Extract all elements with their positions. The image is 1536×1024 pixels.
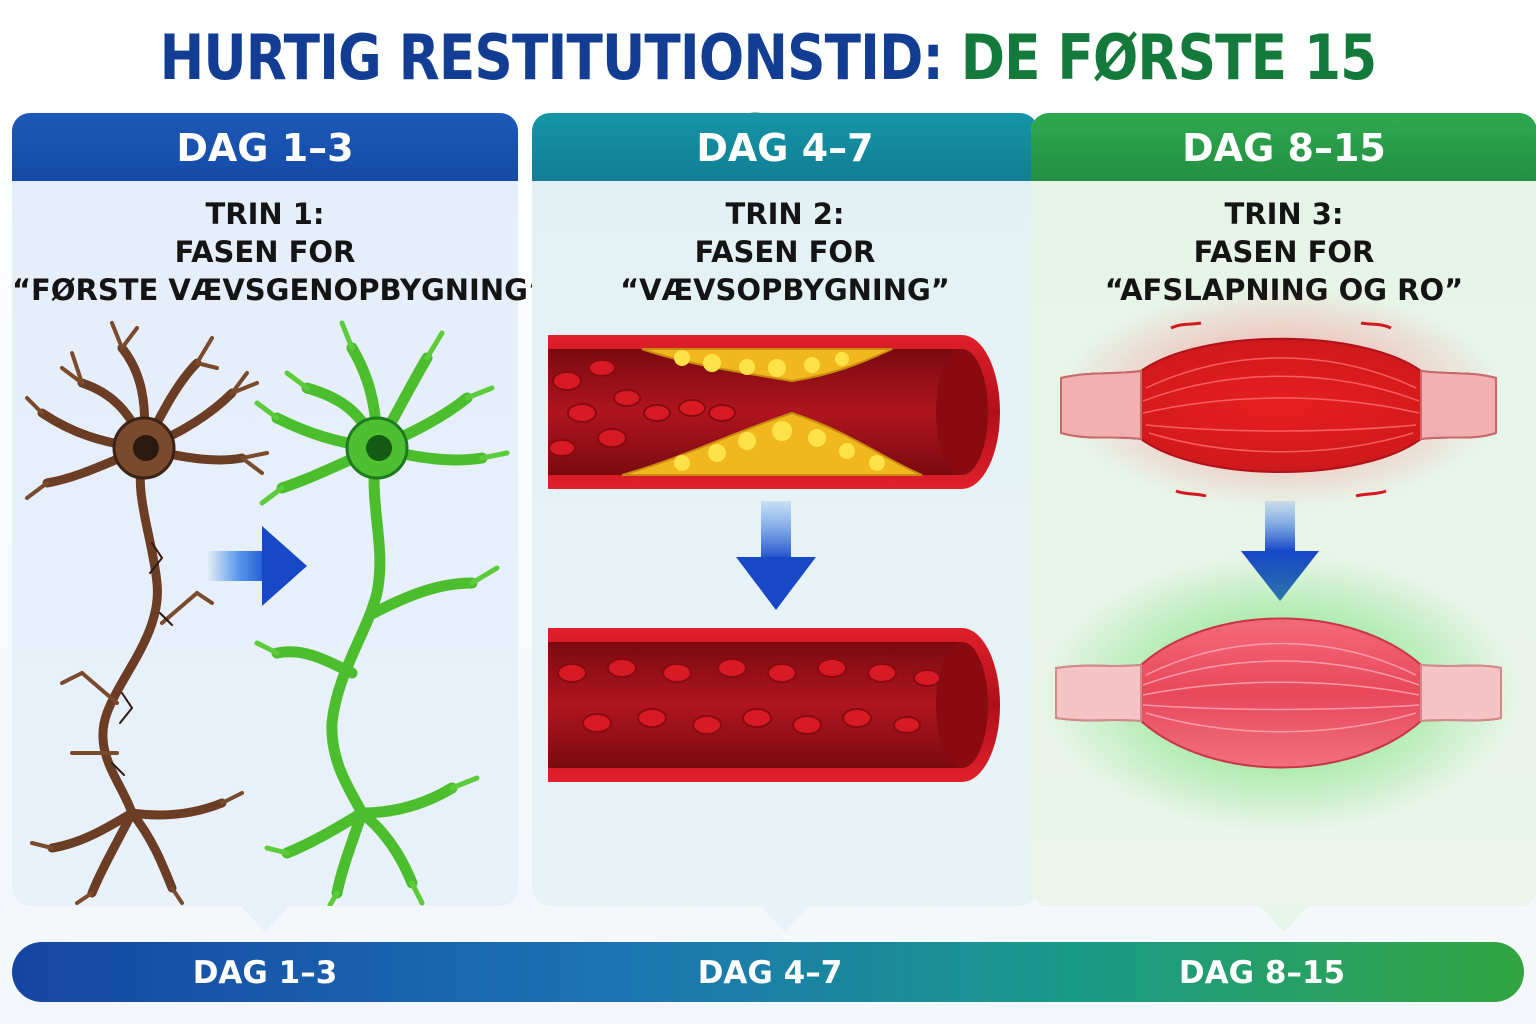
timeline-label-2: DAG 4–7	[697, 955, 843, 991]
phase-line3-1: “FØRSTE VÆVSGENOPBYGNING”	[12, 273, 547, 307]
clear-vessel-icon	[548, 628, 1000, 782]
healthy-neuron-icon	[254, 320, 510, 906]
muscle-illustration	[1041, 288, 1521, 833]
blood-vessel-illustration	[548, 335, 1000, 782]
tense-muscle-icon	[1060, 288, 1501, 508]
phase-line2-2: FASEN FOR	[694, 235, 876, 269]
phase-panel-1: DAG 1–3 TRIN 1: FASEN FOR “FØRSTE VÆVSGE…	[12, 113, 547, 932]
phase-header-2: DAG 4–7	[532, 113, 1038, 181]
title-part-1: HURTIG RESTITUTIONSTID:	[159, 21, 944, 94]
phase-header-1: DAG 1–3	[12, 113, 518, 181]
phase-line3-2: “VÆVSOPBYGNING”	[620, 273, 950, 307]
neuron-illustration	[25, 320, 510, 906]
clogged-vessel-icon	[548, 335, 1000, 489]
timeline-bar: DAG 1–3 DAG 4–7 DAG 8–15	[12, 942, 1524, 1002]
timeline-label-1: DAG 1–3	[192, 955, 338, 991]
page-title: HURTIG RESTITUTIONSTID: DE FØRSTE 15 DAG…	[108, 18, 1429, 174]
phase-line2-3: FASEN FOR	[1193, 235, 1375, 269]
phase-line2-1: FASEN FOR	[174, 235, 356, 269]
phase-stage-3: TRIN 3: FASEN FOR “AFSLAPNING OG RO”	[1031, 195, 1536, 309]
damaged-neuron-icon	[25, 321, 269, 905]
phase-header-3: DAG 8–15	[1031, 113, 1536, 181]
phase-stage-1: TRIN 1: FASEN FOR “FØRSTE VÆVSGENOPBYGNI…	[12, 195, 547, 309]
phase-step-3: TRIN 3:	[1224, 197, 1344, 231]
phase-panel-3: DAG 8–15 TRIN 3: FASEN FOR “AFSLAPNING O…	[1031, 113, 1536, 932]
timeline-label-3: DAG 8–15	[1178, 955, 1346, 991]
phase-panel-2: DAG 4–7 TRIN 2: FASEN FOR “VÆVSOPBYGNING…	[532, 113, 1038, 932]
phase-step-1: TRIN 1:	[205, 197, 325, 231]
arrow-down-icon	[736, 501, 816, 610]
phase-step-2: TRIN 2:	[725, 197, 845, 231]
relaxed-muscle-icon	[1041, 553, 1521, 833]
phase-stage-2: TRIN 2: FASEN FOR “VÆVSOPBYGNING”	[532, 195, 1038, 309]
arrow-right-icon	[207, 526, 307, 606]
